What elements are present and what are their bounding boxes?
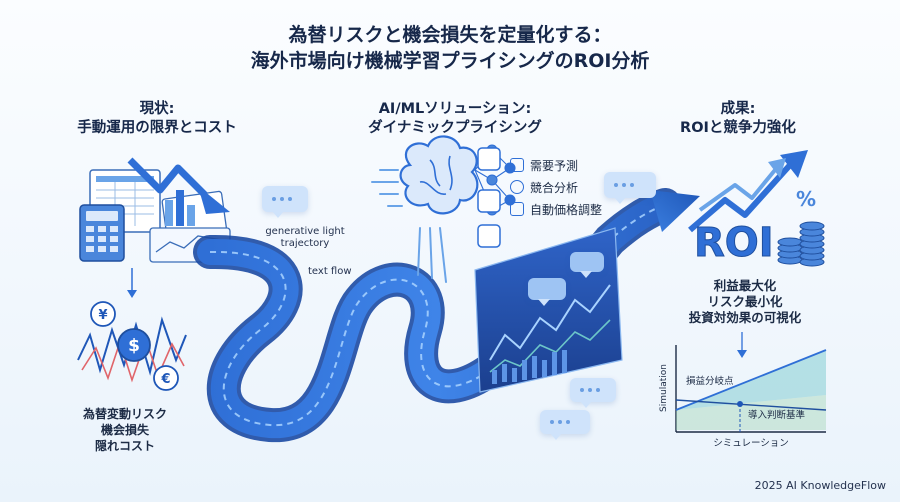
chat-bubble-icon (528, 278, 566, 306)
left-heading-2: 手動運用の限界とコスト (77, 120, 237, 136)
outcome-3: 投資対効果の可視化 (688, 310, 802, 325)
roi-text: ROI (694, 220, 774, 266)
title-line-1: 為替リスクと機会損失を定量化する： (288, 24, 612, 46)
chart-icon (510, 158, 524, 172)
center-heading: AI/MLソリューション: ダイナミックプライシング (360, 100, 550, 138)
feature-item-pricing: 自動価格調整 (510, 198, 602, 220)
left-heading-1: 現状: (139, 101, 175, 117)
chart-ylabel: Simulation (659, 364, 669, 412)
right-heading: 成果: ROIと競争力強化 (658, 100, 818, 138)
feature-label: 自動価格調整 (530, 202, 603, 217)
euro-coin-icon (153, 365, 179, 391)
document-icon (510, 202, 524, 216)
coin-stacks-icon (777, 221, 825, 267)
flow-label-trajectory: generative light trajectory (265, 226, 345, 249)
right-connector-arrow-icon (737, 350, 747, 358)
center-heading-1: AI/MLソリューション: (378, 101, 532, 117)
title-line-2: 海外市場向け機械学習プライシングのROI分析 (250, 50, 650, 72)
data-stream-lines (371, 169, 447, 283)
chat-bubble-icon (570, 378, 616, 408)
center-heading-2: ダイナミックプライシング (368, 120, 542, 136)
brain-icon (399, 135, 479, 215)
risk-line-1: 為替変動リスク (82, 407, 167, 421)
bar-chart-icon (165, 190, 195, 226)
feature-label: 需要予測 (530, 158, 579, 173)
yen-coin-icon (90, 301, 116, 327)
dollar-symbol: $ (128, 336, 140, 356)
chat-bubble-icon (262, 186, 308, 218)
yen-symbol: ¥ (98, 308, 107, 323)
calculator-icon (79, 204, 125, 262)
risk-line-2: 機会損失 (100, 423, 149, 437)
feature-label: 競合分析 (530, 180, 579, 195)
right-heading-1: 成果: (720, 101, 756, 117)
outcome-1: 利益最大化 (713, 278, 777, 293)
percent-sign: % (796, 187, 816, 211)
chat-bubble-icon (540, 410, 590, 440)
search-icon (510, 180, 524, 194)
feature-item-competition: 競合分析 (510, 176, 602, 198)
feature-list: 需要予測 競合分析 自動価格調整 (510, 154, 602, 220)
risk-line-3: 隠れコスト (94, 439, 155, 453)
outcome-2: リスク最小化 (707, 294, 783, 309)
right-heading-2: ROIと競争力強化 (680, 120, 796, 136)
dollar-coin-icon (117, 328, 151, 362)
breakeven-label: 損益分岐点 (686, 375, 734, 387)
footer-credit: 2025 AI KnowledgeFlow (754, 479, 886, 492)
chat-bubble-icon (604, 172, 656, 204)
outcome-list: 利益最大化 リスク最小化 投資対効果の可視化 (670, 278, 820, 326)
declining-arrow-icon (127, 157, 230, 214)
process-icons (477, 147, 501, 248)
chat-bubble-icon (570, 252, 604, 278)
left-heading: 現状: 手動運用の限界とコスト (72, 100, 242, 138)
euro-symbol: € (160, 372, 170, 387)
feature-item-demand: 需要予測 (510, 154, 602, 176)
road-arrowhead-icon (650, 190, 700, 232)
breakeven-chart (675, 345, 827, 433)
left-risk-labels: 為替変動リスク 機会損失 隠れコスト (60, 406, 190, 454)
left-connector-arrow-icon (127, 290, 137, 298)
decision-label: 導入判断基準 (748, 409, 806, 421)
flow-label-text: text flow (308, 266, 352, 277)
growth-arrows-icon (688, 150, 808, 233)
chart-xlabel: シミュレーション (713, 438, 789, 449)
